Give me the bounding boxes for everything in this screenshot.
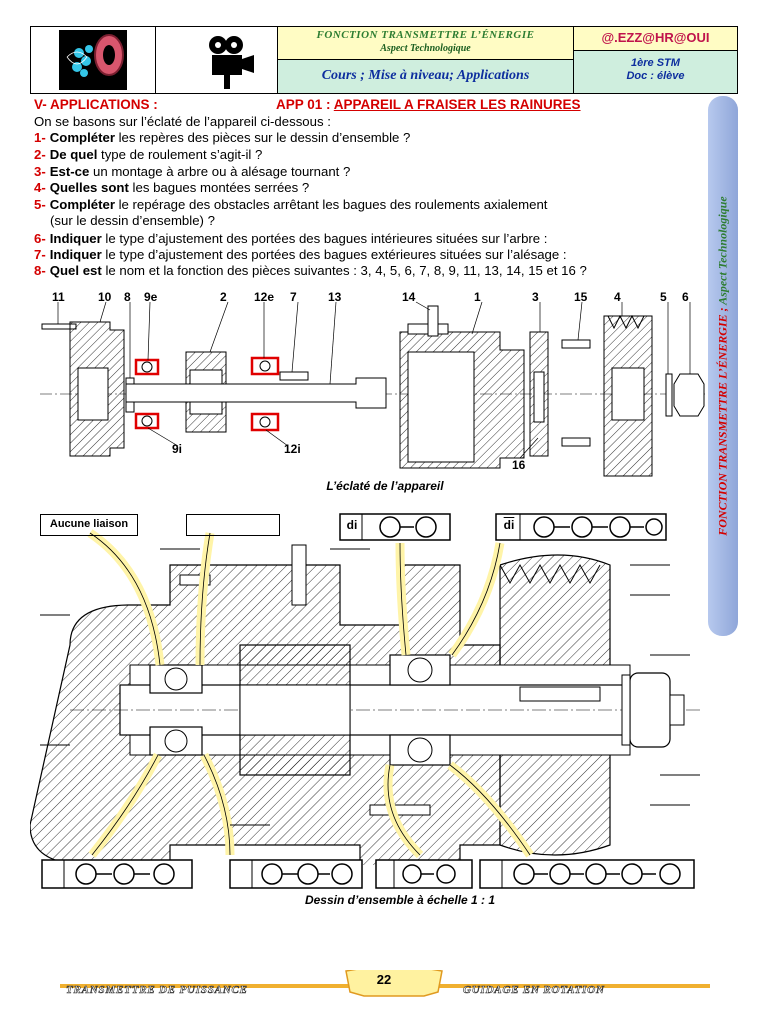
question-5: 5-Compléter le repérage des obstacles ar… [34, 197, 547, 213]
question-text: type de roulement s’agit-il ? [97, 147, 263, 162]
footer-band [60, 970, 710, 997]
question-1: 1-Compléter les repères des pièces sur l… [34, 130, 410, 146]
app-heading: APP 01 : APPAREIL A FRAISER LES RAINURES [276, 97, 581, 113]
header-table: FONCTION TRANSMETTRE L’ÉNERGIE Aspect Te… [30, 26, 738, 94]
circle-tolerance-boxes-bottom [41, 859, 695, 889]
exploded-caption: L’éclaté de l’appareil [326, 479, 444, 493]
author-cell: @.EZZ@HR@OUI [574, 27, 737, 51]
question-number: 3- [34, 164, 46, 179]
question-verb: Quelles sont [49, 180, 129, 195]
question-7: 6-Indiquer le type d’ajustement des port… [34, 231, 547, 247]
question-text: le repérage des obstacles arrêtant les b… [114, 197, 548, 212]
question-text: les repères des pièces sur le dessin d’e… [114, 130, 411, 145]
projector-cell [156, 27, 278, 93]
side-band-text: FONCTION TRANSMETTRE L’ÉNERGIE ; Aspect … [715, 196, 730, 536]
section-heading: V- APPLICATIONS : [34, 97, 158, 113]
level-cell: 1ère STM Doc : élève [574, 51, 737, 93]
question-verb: Indiquer [49, 231, 102, 246]
exploded-view-drawing [40, 301, 705, 477]
part-label-2: 2 [220, 290, 227, 304]
page-number: 22 [376, 972, 392, 987]
header-title: FONCTION TRANSMETTRE L’ÉNERGIE [316, 29, 535, 41]
question-3: 3-Est-ce un montage à arbre ou à alésage… [34, 164, 350, 180]
question-number: 7- [34, 247, 46, 262]
circle-tolerance-boxes-top [339, 513, 667, 541]
question-number: 1- [34, 130, 46, 145]
question-text: (sur le dessin d’ensemble) ? [50, 213, 215, 228]
question-verb: Est-ce [49, 164, 90, 179]
question-8: 7-Indiquer le type d’ajustement des port… [34, 247, 567, 263]
question-number: 4- [34, 180, 46, 195]
film-projector-icon [209, 36, 254, 89]
question-2: 2-De quel type de roulement s’agit-il ? [34, 147, 262, 163]
part-label-8: 8 [124, 290, 131, 304]
part-label-13: 13 [328, 290, 342, 304]
part-label-4: 4 [614, 290, 621, 304]
question-number: 2- [34, 147, 46, 162]
question-verb: Quel est [49, 263, 102, 278]
part-label-12i: 12i [284, 442, 301, 456]
part-label-11: 11 [52, 290, 65, 304]
assembly-caption: Dessin d’ensemble à échelle 1 : 1 [304, 893, 496, 907]
question-text: le type d’ajustement des portées des bag… [101, 247, 567, 262]
part-label-9e: 9e [144, 290, 158, 304]
question-verb: Indiquer [49, 247, 102, 262]
header-cours: Cours ; Mise à niveau; Applications [321, 68, 530, 83]
part-label-1: 1 [474, 290, 481, 304]
question-6: (sur le dessin d’ensemble) ? [50, 213, 215, 229]
question-verb: Compléter [49, 130, 115, 145]
question-text: le type d’ajustement des portées des bag… [101, 231, 548, 246]
question-verb: De quel [49, 147, 98, 162]
part-label-10: 10 [98, 290, 112, 304]
part-label-15: 15 [574, 290, 588, 304]
part-label-9i: 9i [172, 442, 183, 456]
question-number: 5- [34, 197, 46, 212]
question-text: le nom et la fonction des pièces suivant… [101, 263, 587, 278]
footer-left: Transmettre de puissance [66, 984, 248, 997]
section-title: V- APPLICATIONS : [34, 97, 158, 112]
part-label-12e: 12e [254, 290, 275, 304]
part-label-3: 3 [532, 290, 539, 304]
title-cell: FONCTION TRANSMETTRE L’ÉNERGIE Aspect Te… [278, 27, 574, 60]
footer-right: Guidage en rotation [463, 984, 605, 997]
part-label-7: 7 [290, 290, 297, 304]
di-label-1: di [346, 518, 358, 532]
question-number: 6- [34, 231, 46, 246]
aucune-liaison-label: Aucune liaison [40, 514, 138, 536]
doc-label: Doc : élève [626, 70, 685, 82]
question-verb: Compléter [49, 197, 115, 212]
assembly-drawing [30, 529, 700, 865]
level-label: 1ère STM [631, 57, 680, 69]
question-4: 4-Quelles sont les bagues montées serrée… [34, 180, 309, 196]
intro-text: On se basons sur l’éclaté de l’appareil … [34, 114, 331, 129]
part-label-14: 14 [402, 290, 416, 304]
part-label-5: 5 [660, 290, 667, 304]
cours-cell: Cours ; Mise à niveau; Applications [278, 60, 574, 93]
question-text: les bagues montées serrées ? [128, 180, 310, 195]
di-label-2: di [503, 518, 515, 532]
logo-cell [31, 27, 156, 93]
blank-label-box [186, 514, 280, 536]
part-label-16: 16 [512, 458, 526, 472]
app-title: APPAREIL A FRAISER LES RAINURES [333, 97, 581, 112]
question-text: un montage à arbre ou à alésage tournant… [89, 164, 351, 179]
part-label-6: 6 [682, 290, 689, 304]
side-band [708, 96, 738, 636]
question-number: 8- [34, 263, 46, 278]
bearing-logo-icon [59, 30, 127, 90]
author-name: @.EZZ@HR@OUI [601, 30, 710, 45]
question-9: 8-Quel est le nom et la fonction des piè… [34, 263, 587, 279]
header-subtitle: Aspect Technologique [380, 43, 471, 54]
app-number: APP 01 : [276, 97, 334, 112]
